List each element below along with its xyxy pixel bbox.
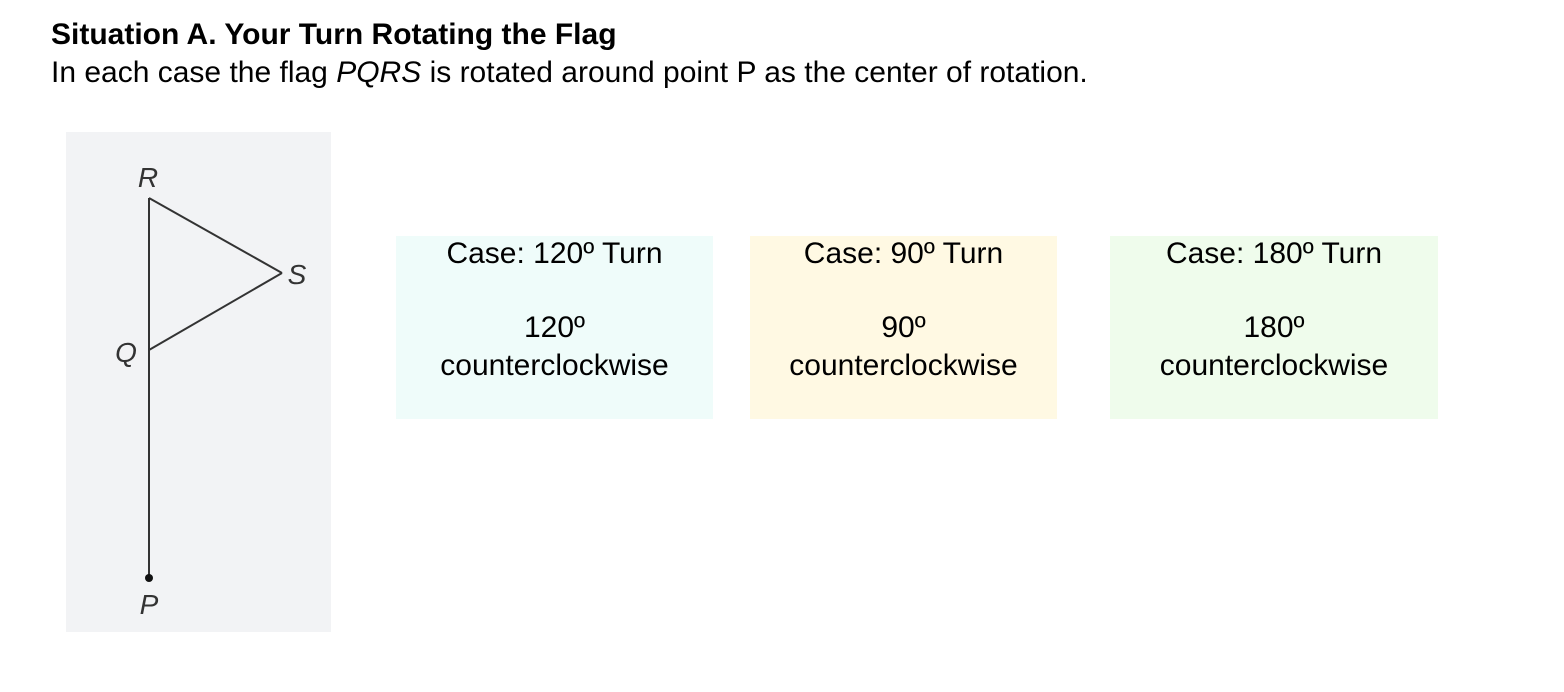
case-direction: counterclockwise — [440, 349, 669, 382]
point-label-r: R — [138, 162, 158, 193]
intro-text: In each case the flag PQRS is rotated ar… — [51, 55, 1088, 91]
diagram-background — [66, 132, 331, 632]
case-angle: 90º — [881, 311, 926, 344]
page-title: Situation A. Your Turn Rotating the Flag — [51, 18, 617, 51]
flag-edge-qs — [148, 272, 283, 351]
point-label-q: Q — [115, 337, 137, 368]
case-card-180: Case: 180º Turn 180º counterclockwise — [1110, 236, 1438, 419]
case-angle: 180º — [1243, 311, 1305, 344]
case-direction: counterclockwise — [1159, 349, 1389, 382]
case-angle: 120º — [523, 311, 585, 344]
flag-edge-rs — [148, 197, 283, 274]
case-title: Case: 180º Turn — [1165, 237, 1383, 270]
case-card-120: Case: 120º Turn 120º counterclockwise — [396, 236, 713, 419]
flag-name: PQRS — [336, 56, 422, 89]
point-label-s: S — [288, 259, 307, 290]
intro-text-end: is rotated around point P as the center … — [421, 56, 1088, 89]
intro-text-start: In each case the flag — [51, 56, 337, 89]
case-title: Case: 120º Turn — [446, 237, 663, 270]
flag-diagram: R S Q P — [66, 132, 331, 632]
case-direction: counterclockwise — [789, 349, 1018, 382]
case-card-90: Case: 90º Turn 90º counterclockwise — [750, 236, 1057, 419]
case-title: Case: 90º Turn — [803, 237, 1004, 270]
point-label-p: P — [140, 589, 159, 620]
flag-diagram-svg: R S Q P — [66, 132, 331, 632]
center-point-p — [145, 574, 153, 582]
